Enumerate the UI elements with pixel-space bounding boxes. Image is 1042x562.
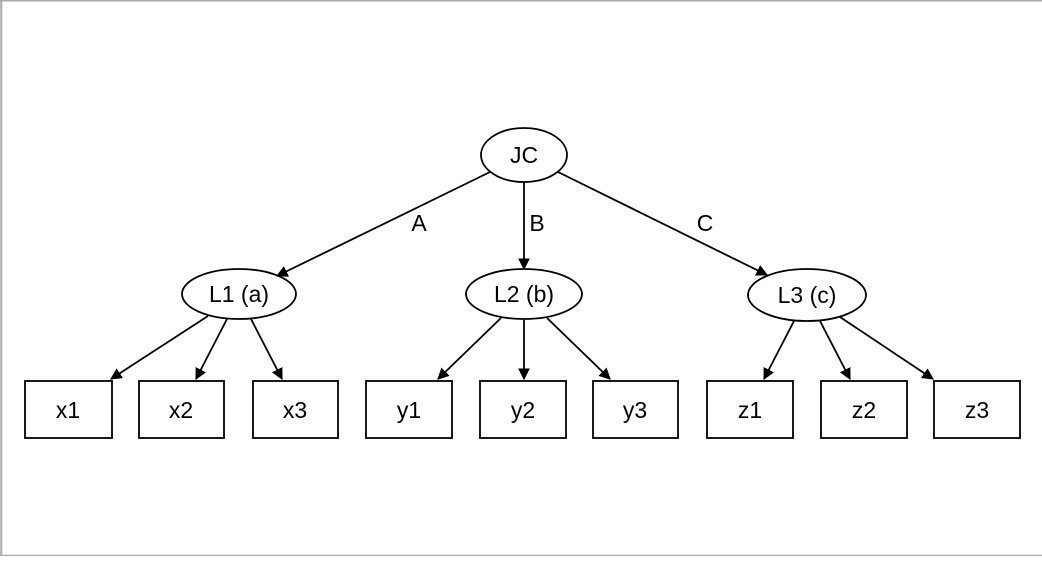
node-x2-label: x2 <box>169 397 193 423</box>
node-z2-box <box>820 380 908 439</box>
node-y3-box <box>592 380 679 439</box>
edge-label-a: A <box>411 210 427 236</box>
node-y1-box <box>365 380 453 439</box>
node-y2-label: y2 <box>511 397 535 423</box>
node-y2-box <box>479 380 567 439</box>
node-y1-label: y1 <box>397 397 421 423</box>
node-x3-box <box>252 380 339 439</box>
node-z2-label: z2 <box>852 397 876 423</box>
node-l3-ellipse <box>747 268 867 322</box>
node-x3-label: x3 <box>283 397 307 423</box>
node-y3-label: y3 <box>623 397 647 423</box>
node-x1-box <box>24 380 113 439</box>
edge-jc-l1-arrow <box>275 171 491 277</box>
node-z3-label: z3 <box>965 397 989 423</box>
node-jc-ellipse <box>480 127 568 183</box>
edge-jc-l3-arrow <box>557 171 769 276</box>
node-l2-ellipse <box>465 268 583 320</box>
node-jc-label: JC <box>510 142 538 168</box>
edge-l2-y1-arrow <box>437 317 502 380</box>
edge-l2-y3-arrow <box>546 317 611 380</box>
edge-label-b: B <box>529 210 544 236</box>
node-l1-ellipse <box>181 268 297 320</box>
edge-l3-z1-arrow <box>763 320 795 381</box>
node-z3-box <box>933 380 1021 439</box>
node-z1-box <box>706 380 794 439</box>
edge-label-c: C <box>697 210 714 236</box>
edge-l1-x1-arrow <box>110 315 209 380</box>
node-x2-box <box>138 380 225 439</box>
edge-l1-x2-arrow <box>195 318 228 381</box>
node-x1-label: x1 <box>56 397 80 423</box>
node-l2-label: L2 (b) <box>494 281 554 307</box>
node-z1-label: z1 <box>738 397 762 423</box>
node-l1-label: L1 (a) <box>209 281 269 307</box>
edge-l1-x3-arrow <box>250 318 283 381</box>
edge-l3-z2-arrow <box>819 320 851 381</box>
node-l3-label: L3 (c) <box>778 282 837 308</box>
edge-l3-z3-arrow <box>839 316 934 380</box>
